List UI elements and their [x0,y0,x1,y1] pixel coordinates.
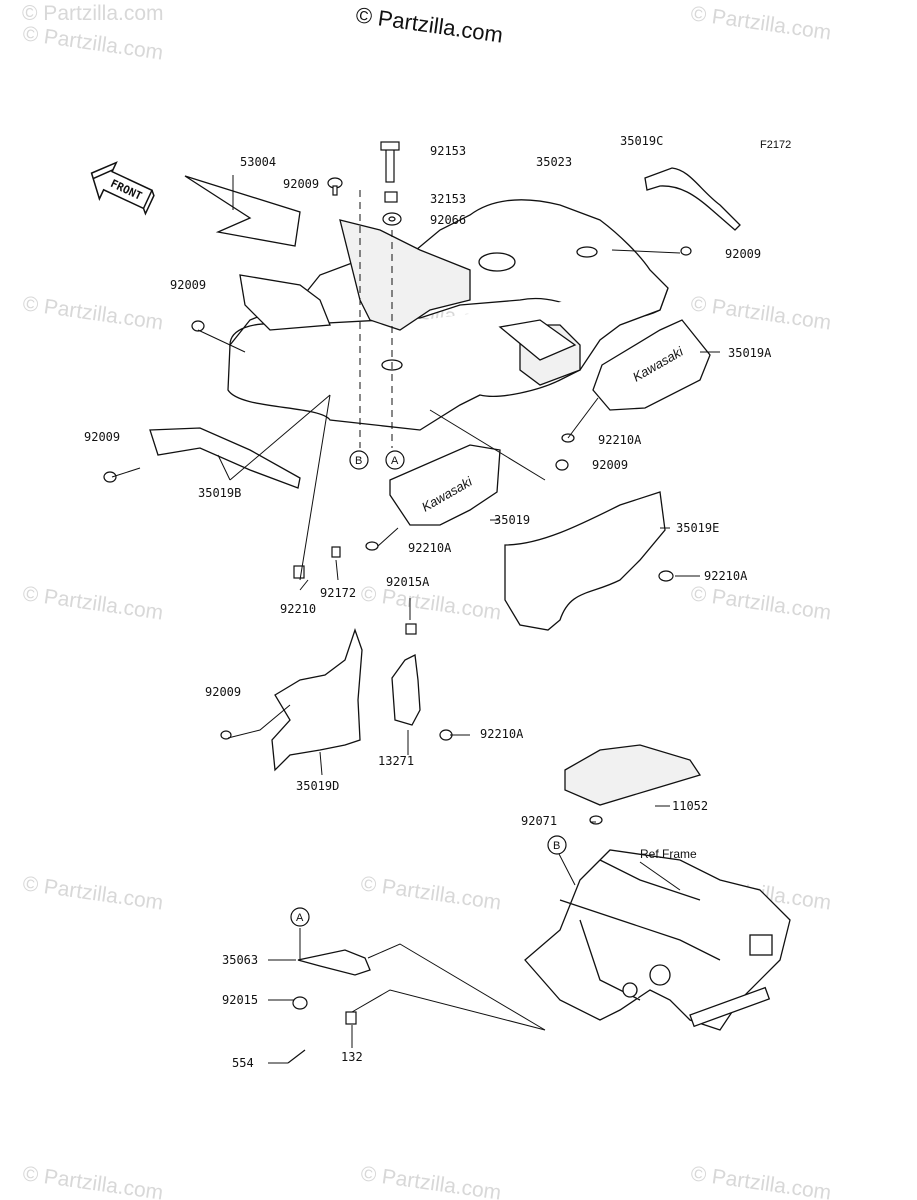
callout-b-lower: B [547,835,567,855]
part-35023-rear-fender [227,199,669,431]
callout-b-letter: B [355,455,362,467]
part-35019d-inner-fender [271,627,363,772]
part-label-92009: 92009 [283,177,319,191]
part-labels: 53004 92009 92153 32153 92066 35023 3501… [84,134,772,1070]
watermark-text: © Partzilla.com [359,582,502,624]
part-label-32153: 32153 [430,192,466,206]
part-label-53004: 53004 [240,155,276,169]
part-35063-bracket [297,949,371,976]
part-label-92009: 92009 [725,247,761,261]
part-label-13271: 13271 [378,754,414,768]
part-label-92009: 92009 [84,430,120,444]
part-label-92210a: 92210A [408,541,452,555]
part-label-554: 554 [232,1056,254,1070]
watermark-text: © Partzilla.com [689,1162,832,1200]
part-11052-tray [564,744,702,806]
part-label-92066: 92066 [430,213,466,227]
part-label-92153: 92153 [430,144,466,158]
watermark-text: © Partzilla.com [21,582,164,624]
part-label-92015a: 92015A [386,575,430,589]
callout-b-upper: B [349,450,369,470]
part-label-92210a: 92210A [704,569,748,583]
part-35019e-cover [504,491,666,631]
part-35019b-rail [149,427,301,489]
part-label-92009: 92009 [205,685,241,699]
part-label-132: 132 [341,1050,363,1064]
part-53004-shape [184,175,301,247]
part-label-92071: 92071 [521,814,557,828]
front-direction-arrow: FRONT [90,161,155,216]
watermark-text: © Partzilla.com [22,2,164,25]
figure-code: F2172 [760,139,791,151]
part-label-35019a: 35019A [728,346,772,360]
part-label-92015: 92015 [222,993,258,1007]
part-35019a-side-cover [592,319,711,411]
ref-frame-label: Ref.Frame [640,847,697,861]
part-label-35063: 35063 [222,953,258,967]
part-label-35019b: 35019B [198,486,241,500]
part-label-92210: 92210 [280,602,316,616]
copyright-text: © Partzilla.com [354,2,504,47]
callout-b-letter: B [553,840,560,852]
part-label-92009: 92009 [170,278,206,292]
part-label-92210a: 92210A [598,433,642,447]
part-35019-side-cover [389,444,501,526]
watermark-text: © Partzilla.com [359,1162,502,1200]
callout-a-letter: A [391,455,399,467]
part-label-35019: 35019 [494,513,530,527]
watermark-text: © Partzilla.com [21,22,164,64]
watermark-text: © Partzilla.com [21,292,164,334]
watermark-text: © Partzilla.com [21,872,164,914]
part-label-11052: 11052 [672,799,708,813]
watermark-text: © Partzilla.com [689,292,832,334]
callout-a-upper: A [385,450,405,470]
watermark-text: © Partzilla.com [359,872,502,914]
part-label-35019d: 35019D [296,779,339,793]
part-label-92009: 92009 [592,458,628,472]
part-label-35019c: 35019C [620,134,663,148]
part-label-92172: 92172 [320,586,356,600]
part-13271-bracket [391,654,421,726]
watermark-text: © Partzilla.com [689,2,832,44]
leader-lines [111,175,720,1064]
part-label-92210a: 92210A [480,727,524,741]
watermark-text: © Partzilla.com [21,1162,164,1200]
callout-a-lower: A [290,907,310,927]
part-label-35023: 35023 [536,155,572,169]
watermark-text: © Partzilla.com [689,582,832,624]
part-35019c-rail [644,167,741,231]
reference-frame [524,849,791,1031]
part-label-35019e: 35019E [676,521,719,535]
callout-a-letter: A [296,912,304,924]
